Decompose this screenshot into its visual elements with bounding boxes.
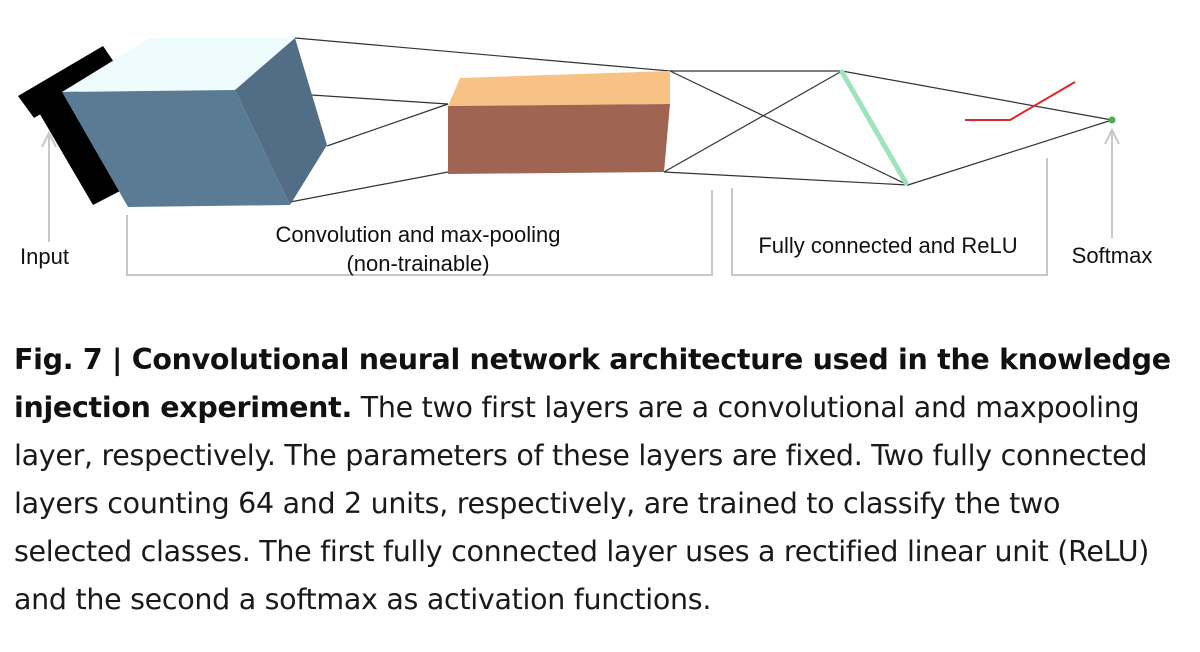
figure-caption-body: The two first layers are a convolutional… xyxy=(14,391,1150,616)
conn-pool-fc-top-bottom xyxy=(669,70,909,186)
conn-conv-pool-top xyxy=(294,37,671,72)
conv-block-side xyxy=(235,38,327,205)
input-block-top xyxy=(18,46,118,118)
figure-caption-title: Fig. 7 | Convolutional neural network ar… xyxy=(14,343,1171,424)
fc-bracket xyxy=(731,158,1048,276)
conv-block-front xyxy=(62,90,290,207)
relu-activation-icon xyxy=(965,81,1076,121)
input-block xyxy=(18,46,122,205)
fc-layer xyxy=(839,69,909,186)
conv-label-line1: Convolution and max-pooling xyxy=(276,222,561,247)
conn-pool-fc-bottom-top xyxy=(663,70,843,173)
softmax-arrow xyxy=(1104,127,1120,238)
pool-block-top xyxy=(448,71,670,106)
conn-conv-pool-mid xyxy=(326,103,449,147)
input-label: Input xyxy=(20,244,69,269)
pool-block-front xyxy=(448,104,670,174)
cnn-architecture-diagram: Input Convolution and max-pooling (non-t… xyxy=(18,37,1153,276)
conn-pool-fc-bottom-bottom xyxy=(663,171,909,186)
softmax-output-dot xyxy=(1108,116,1116,124)
conv-label-line2: (non-trainable) xyxy=(346,251,489,276)
input-arrow xyxy=(41,130,57,242)
conv-bracket xyxy=(126,190,713,276)
conn-fc-softmax-bottom xyxy=(907,119,1113,186)
conn-conv-pool-bottom xyxy=(289,171,449,203)
conn-fc-softmax-top xyxy=(841,70,1113,121)
fc-relu-label: Fully connected and ReLU xyxy=(758,233,1017,258)
figure-caption: Fig. 7 | Convolutional neural network ar… xyxy=(14,336,1184,624)
conv-block-top xyxy=(62,38,295,92)
input-block-side xyxy=(34,92,122,205)
conv-layer-block xyxy=(62,38,327,207)
softmax-label: Softmax xyxy=(1072,243,1153,268)
pool-layer-block xyxy=(448,71,670,174)
